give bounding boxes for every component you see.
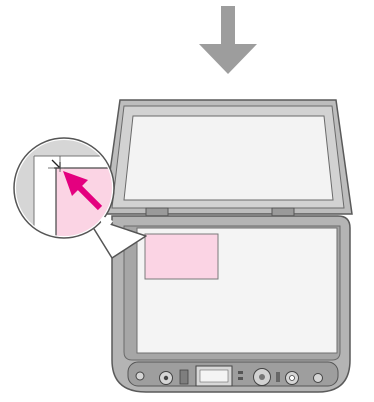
arrow-down-icon xyxy=(199,6,257,74)
scanner-base xyxy=(111,215,351,393)
side-buttons xyxy=(179,369,189,385)
small-button xyxy=(276,372,280,382)
hinge-right xyxy=(271,207,295,217)
scanner-device xyxy=(103,99,353,393)
control-panel xyxy=(127,361,339,387)
power-button xyxy=(135,371,145,381)
hinge-left xyxy=(145,207,169,217)
diagonal-arrow-icon xyxy=(63,171,103,211)
stop-button xyxy=(313,373,323,383)
document-original xyxy=(144,233,219,280)
scanner-lid xyxy=(103,99,353,217)
lid-glass xyxy=(123,115,334,201)
magnified-corner-callout xyxy=(13,137,147,259)
alignment-mark-icon xyxy=(48,156,64,172)
